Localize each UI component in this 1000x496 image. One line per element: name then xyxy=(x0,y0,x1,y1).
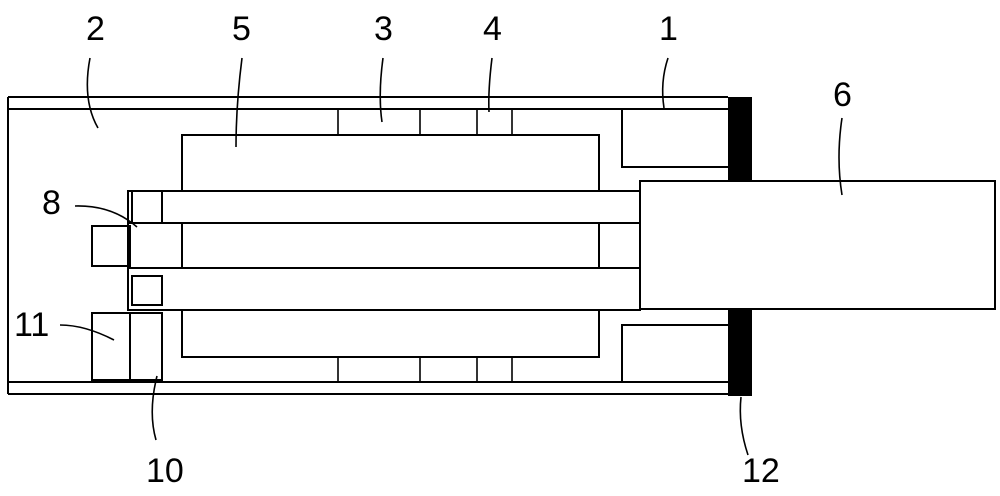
label-part-4: 4 xyxy=(483,10,502,48)
label-part-12: 12 xyxy=(742,452,780,490)
shaft xyxy=(127,190,641,311)
label-part-5: 5 xyxy=(232,10,251,48)
seal-bottom xyxy=(728,310,752,396)
label-part-6: 6 xyxy=(833,76,852,114)
winding-block xyxy=(181,109,600,382)
outer-casing xyxy=(7,96,728,395)
inner-housing xyxy=(162,108,728,383)
label-part-8: 8 xyxy=(42,184,61,222)
seal-top xyxy=(728,97,752,182)
label-part-2: 2 xyxy=(86,10,105,48)
label-part-3: 3 xyxy=(374,10,393,48)
leader-lines xyxy=(59,57,843,456)
label-part-10: 10 xyxy=(146,452,184,490)
label-part-1: 1 xyxy=(659,10,678,48)
hatched-elements xyxy=(91,190,163,381)
output-block xyxy=(639,180,996,310)
label-part-11: 11 xyxy=(14,306,49,344)
